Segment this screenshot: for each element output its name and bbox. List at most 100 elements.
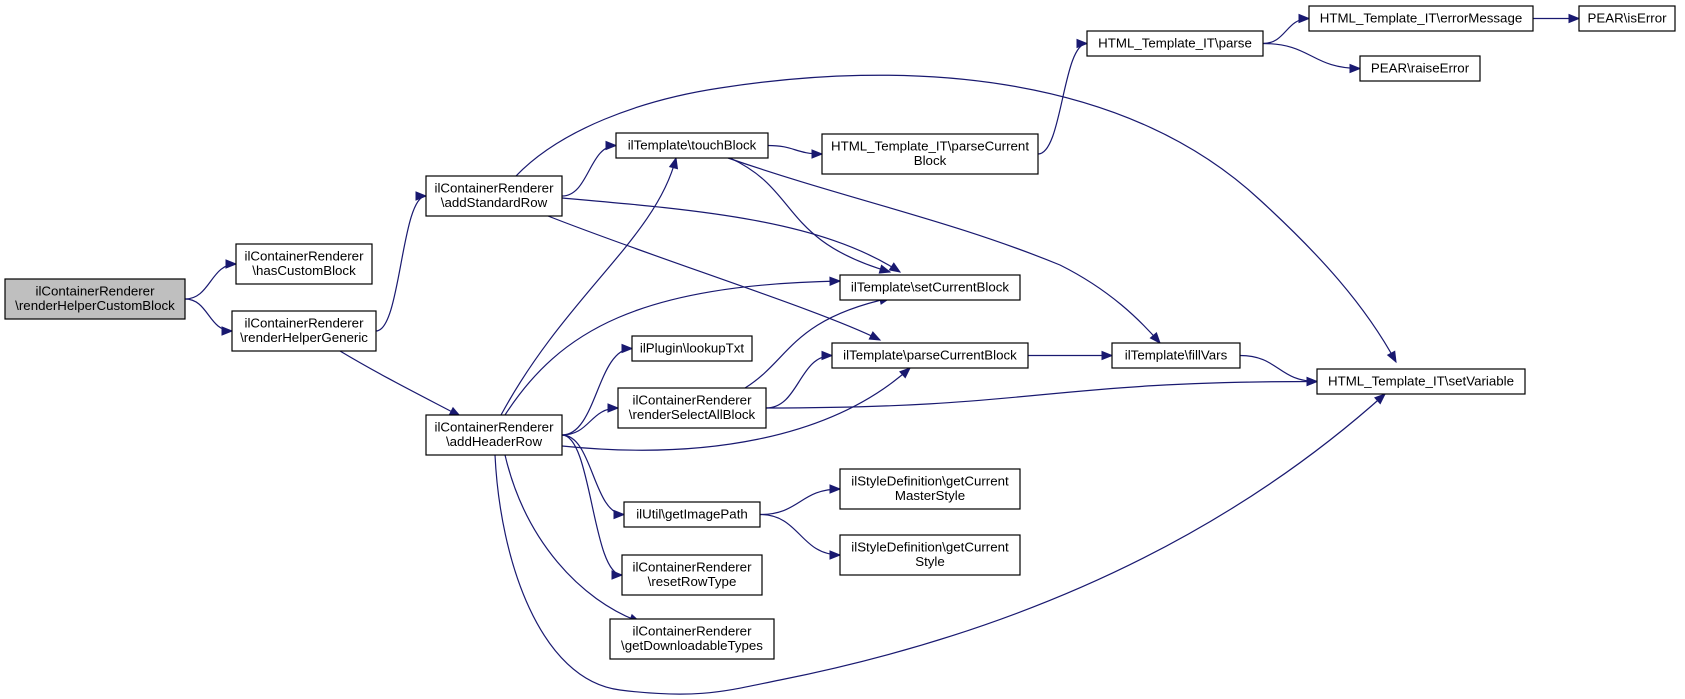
node-setVariable[interactable]: HTML_Template_IT\setVariable <box>1316 368 1526 395</box>
node-label-line: ilContainerRenderer <box>633 624 753 639</box>
arrowhead <box>821 350 834 361</box>
node-box <box>1316 368 1526 395</box>
node-raiseError[interactable]: PEAR\raiseError <box>1359 55 1481 82</box>
node-label-line: \addHeaderRow <box>446 434 542 449</box>
node-addStandardRow[interactable]: ilContainerRenderer\addStandardRow <box>425 175 563 217</box>
node-label-line: \resetRowType <box>648 574 737 589</box>
arrowhead <box>888 262 902 273</box>
node-label-line: HTML_Template_IT\errorMessage <box>1320 10 1522 25</box>
node-label-line: PEAR\isError <box>1587 10 1667 25</box>
node-lookupTxt[interactable]: ilPlugin\lookupTxt <box>631 335 753 362</box>
node-label-line: ilContainerRenderer <box>245 249 365 264</box>
node-box <box>1308 5 1534 32</box>
edge-line <box>765 354 833 409</box>
arrowhead <box>1298 13 1311 24</box>
node-label-line: \hasCustomBlock <box>252 263 356 278</box>
node-fillVars[interactable]: ilTemplate\fillVars <box>1111 342 1241 369</box>
edge-line <box>339 350 461 417</box>
edge-line <box>375 195 427 332</box>
node-addHeaderRow[interactable]: ilContainerRenderer\addHeaderRow <box>425 414 563 456</box>
edge-line <box>184 263 237 300</box>
node-label-line: ilContainerRenderer <box>435 420 555 435</box>
node-isError[interactable]: PEAR\isError <box>1578 5 1676 32</box>
arrowhead <box>605 140 618 151</box>
edge-addHeaderRow-to-getImagePath <box>561 434 626 520</box>
edge-addHeaderRow-to-parseCurrentBlock <box>561 367 912 451</box>
node-setCurrentBlock[interactable]: ilTemplate\setCurrentBlock <box>839 274 1021 301</box>
edge-line <box>561 407 619 436</box>
node-label-line: Style <box>915 554 945 569</box>
node-label-line: \renderSelectAllBlock <box>629 407 756 422</box>
edge-addHeaderRow-to-setVariable <box>494 393 1387 695</box>
edge-addStandardRow-to-touchBlock <box>561 140 618 197</box>
node-box <box>631 335 753 362</box>
node-label-line: ilContainerRenderer <box>245 316 365 331</box>
node-parseCurrentBlock[interactable]: ilTemplate\parseCurrentBlock <box>831 342 1029 369</box>
node-box <box>617 387 767 429</box>
node-resetRowType[interactable]: ilContainerRenderer\resetRowType <box>621 554 763 596</box>
node-box <box>425 175 563 217</box>
node-hasCustomBlock[interactable]: ilContainerRenderer\hasCustomBlock <box>235 243 373 285</box>
node-label-line: ilUtil\getImagePath <box>636 506 748 521</box>
arrowhead <box>613 509 626 520</box>
node-renderSelectAllBlock[interactable]: ilContainerRenderer\renderSelectAllBlock <box>617 387 767 429</box>
node-box <box>839 468 1021 510</box>
edge-line <box>1239 354 1318 383</box>
node-label-line: HTML_Template_IT\setVariable <box>1328 373 1514 388</box>
edge-renderHelperCustomBlock-to-renderHelperGeneric <box>184 298 234 336</box>
edge-addStandardRow-to-setCurrentBlock <box>561 197 902 273</box>
arrowhead <box>1349 63 1362 74</box>
node-label-line: ilContainerRenderer <box>633 560 753 575</box>
node-label-line: ilStyleDefinition\getCurrent <box>851 474 1009 489</box>
edge-line <box>1262 17 1310 45</box>
edge-renderSelectAllBlock-to-parseCurrentBlock <box>765 350 834 409</box>
node-parseCurrentBlockIT[interactable]: HTML_Template_IT\parseCurrentBlock <box>821 133 1039 175</box>
node-renderHelperGeneric[interactable]: ilContainerRenderer\renderHelperGeneric <box>231 310 377 352</box>
edge-line <box>500 157 677 416</box>
edge-line <box>561 434 623 576</box>
node-errorMessage[interactable]: HTML_Template_IT\errorMessage <box>1308 5 1534 32</box>
call-nodes: ilContainerRenderer\renderHelperCustomBl… <box>4 5 1676 660</box>
edge-line <box>759 513 841 556</box>
node-label-line: ilContainerRenderer <box>36 284 156 299</box>
edge-line <box>561 347 633 436</box>
edge-getImagePath-to-getCurrentMasterStyle <box>759 484 842 516</box>
arrowhead <box>1101 350 1114 361</box>
edge-fillVars-to-setVariable <box>1239 354 1319 387</box>
node-getDownloadableTypes[interactable]: ilContainerRenderer\getDownloadableTypes <box>609 618 775 660</box>
arrowhead <box>1374 393 1387 405</box>
arrowhead <box>415 191 428 201</box>
edge-line <box>561 144 617 197</box>
arrowhead <box>611 570 624 580</box>
node-touchBlock[interactable]: ilTemplate\touchBlock <box>615 132 769 159</box>
node-box <box>839 534 1021 576</box>
node-label-line: ilTemplate\fillVars <box>1125 347 1228 362</box>
node-label-line: PEAR\raiseError <box>1371 60 1470 75</box>
edge-renderSelectAllBlock-to-setCurrentBlock <box>744 295 892 389</box>
arrowhead <box>607 403 620 413</box>
edge-touchBlock-to-setCurrentBlock <box>729 157 892 274</box>
node-label-line: ilTemplate\touchBlock <box>628 137 757 152</box>
edge-line <box>504 280 841 416</box>
edge-addHeaderRow-to-touchBlock <box>500 156 679 416</box>
arrowhead <box>668 156 679 170</box>
edge-renderHelperCustomBlock-to-hasCustomBlock <box>184 259 238 300</box>
arrowhead <box>621 343 634 354</box>
node-getImagePath[interactable]: ilUtil\getImagePath <box>623 501 761 528</box>
node-label-line: \getDownloadableTypes <box>621 638 763 653</box>
node-label-line: ilContainerRenderer <box>633 393 753 408</box>
node-parse[interactable]: HTML_Template_IT\parse <box>1086 30 1264 57</box>
node-label-line: MasterStyle <box>895 488 965 503</box>
node-box <box>615 132 769 159</box>
edge-renderSelectAllBlock-to-setVariable <box>765 376 1319 409</box>
node-box <box>831 342 1029 369</box>
node-label-line: HTML_Template_IT\parse <box>1098 35 1252 50</box>
arrowhead <box>811 149 824 159</box>
edge-parseCurrentBlockIT-to-parse <box>1037 38 1089 155</box>
arrowhead <box>221 326 234 336</box>
node-label-line: Block <box>914 153 947 168</box>
node-renderHelperCustomBlock[interactable]: ilContainerRenderer\renderHelperCustomBl… <box>4 278 186 320</box>
edge-line <box>504 454 641 623</box>
